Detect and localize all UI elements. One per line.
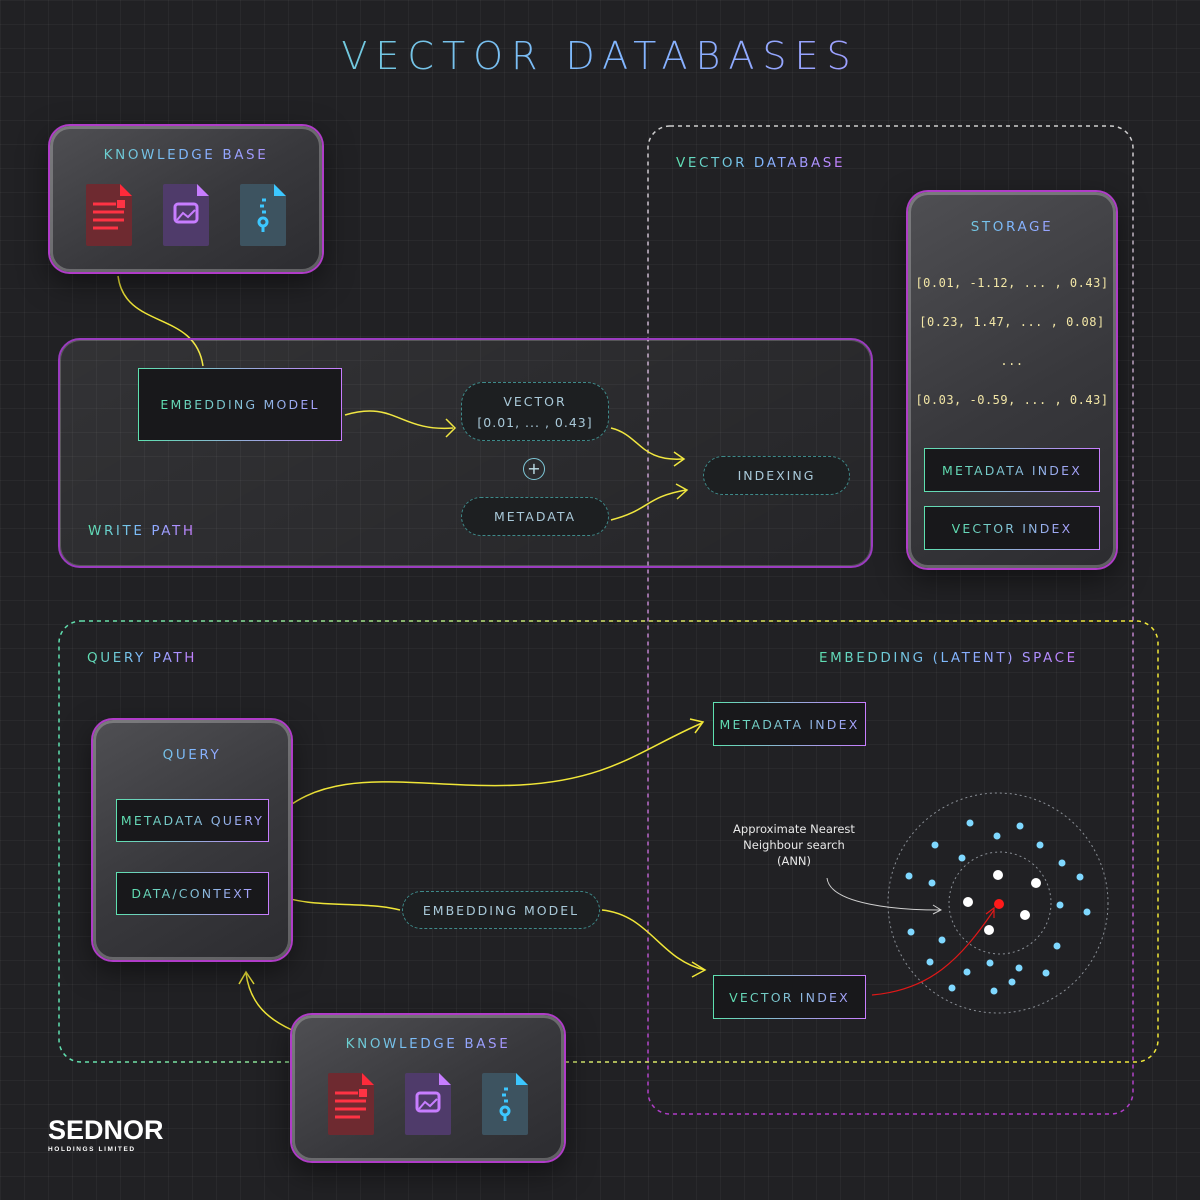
text-document-icon xyxy=(84,182,134,252)
brand-name: SEDNOR xyxy=(48,1115,164,1145)
write-embedding-model-box: EMBEDDING MODEL xyxy=(138,368,342,441)
data-context-box: DATA/CONTEXT xyxy=(116,872,269,915)
data-context-to-embedding-connector xyxy=(272,892,401,911)
query-path-region xyxy=(58,620,1159,1063)
embedding-to-vector-arrow xyxy=(344,410,454,430)
page-title: VECTOR DATABASES xyxy=(0,34,1200,78)
storage-vector-ellipsis: ... xyxy=(1000,354,1024,368)
vector-node: VECTOR [0.01, ... , 0.43] xyxy=(461,382,609,441)
metadata-node: METADATA xyxy=(461,497,609,536)
brand-logo: SEDNOR HOLDINGS LIMITED xyxy=(48,1115,164,1153)
latent-vector-index: VECTOR INDEX xyxy=(713,975,866,1019)
query-embedding-model-node: EMBEDDING MODEL xyxy=(402,891,600,929)
query-path-label: QUERY PATH xyxy=(87,650,197,666)
ann-caption-line-2: Neighbour search xyxy=(743,838,845,852)
latent-metadata-index: METADATA INDEX xyxy=(713,702,866,746)
storage-vector-2: [0.23, 1.47, ... , 0.08] xyxy=(919,315,1105,329)
storage-metadata-index: METADATA INDEX xyxy=(924,448,1100,492)
latent-space-label: EMBEDDING (LATENT) SPACE xyxy=(819,650,1078,666)
brand-subtitle: HOLDINGS LIMITED xyxy=(48,1146,136,1153)
knowledge-base-title: KNOWLEDGE BASE xyxy=(50,147,322,163)
storage-vector-n: [0.03, -0.59, ... , 0.43] xyxy=(915,393,1109,407)
storage-vector-index: VECTOR INDEX xyxy=(924,506,1100,550)
metadata-to-indexing-arrow xyxy=(610,489,687,521)
text-document-icon xyxy=(326,1071,376,1141)
indexing-node: INDEXING xyxy=(703,456,850,495)
knowledge-base-top: KNOWLEDGE BASE xyxy=(50,126,322,272)
ann-visualization xyxy=(826,792,1109,1014)
image-file-icon xyxy=(403,1071,453,1141)
metadata-query-to-metadata-index-arrow xyxy=(272,722,703,821)
zip-file-icon xyxy=(480,1071,530,1141)
ann-caption-line-3: (ANN) xyxy=(776,854,812,868)
kb-to-embedding-connector xyxy=(117,275,204,367)
knowledge-base-title: KNOWLEDGE BASE xyxy=(292,1036,564,1052)
vector-to-indexing-arrow xyxy=(610,427,684,460)
plus-icon: + xyxy=(523,458,545,480)
storage-vector-1: [0.01, -1.12, ... , 0.43] xyxy=(915,276,1109,290)
vector-value: [0.01, ... , 0.43] xyxy=(477,414,593,430)
ann-caption-line-1: Approximate Nearest xyxy=(733,822,855,836)
write-path-label: WRITE PATH xyxy=(88,523,196,539)
query-card: QUERY METADATA QUERY DATA/CONTEXT xyxy=(93,720,291,960)
image-file-icon xyxy=(161,182,211,252)
kb-to-query-arrow xyxy=(245,972,293,1031)
vector-database-label: VECTOR DATABASE xyxy=(676,155,846,171)
metadata-query-box: METADATA QUERY xyxy=(116,799,269,842)
vector-title: VECTOR xyxy=(503,393,567,409)
vector-database-region xyxy=(647,125,1134,1115)
knowledge-base-bottom: KNOWLEDGE BASE xyxy=(292,1015,564,1161)
storage-card: STORAGE [0.01, -1.12, ... , 0.43] [0.23,… xyxy=(908,192,1116,568)
embedding-to-vector-index-arrow xyxy=(601,909,706,971)
zip-file-icon xyxy=(238,182,288,252)
ann-caption: Approximate Nearest Neighbour search (AN… xyxy=(714,821,874,869)
query-title: QUERY xyxy=(93,747,291,763)
storage-title: STORAGE xyxy=(908,219,1116,235)
